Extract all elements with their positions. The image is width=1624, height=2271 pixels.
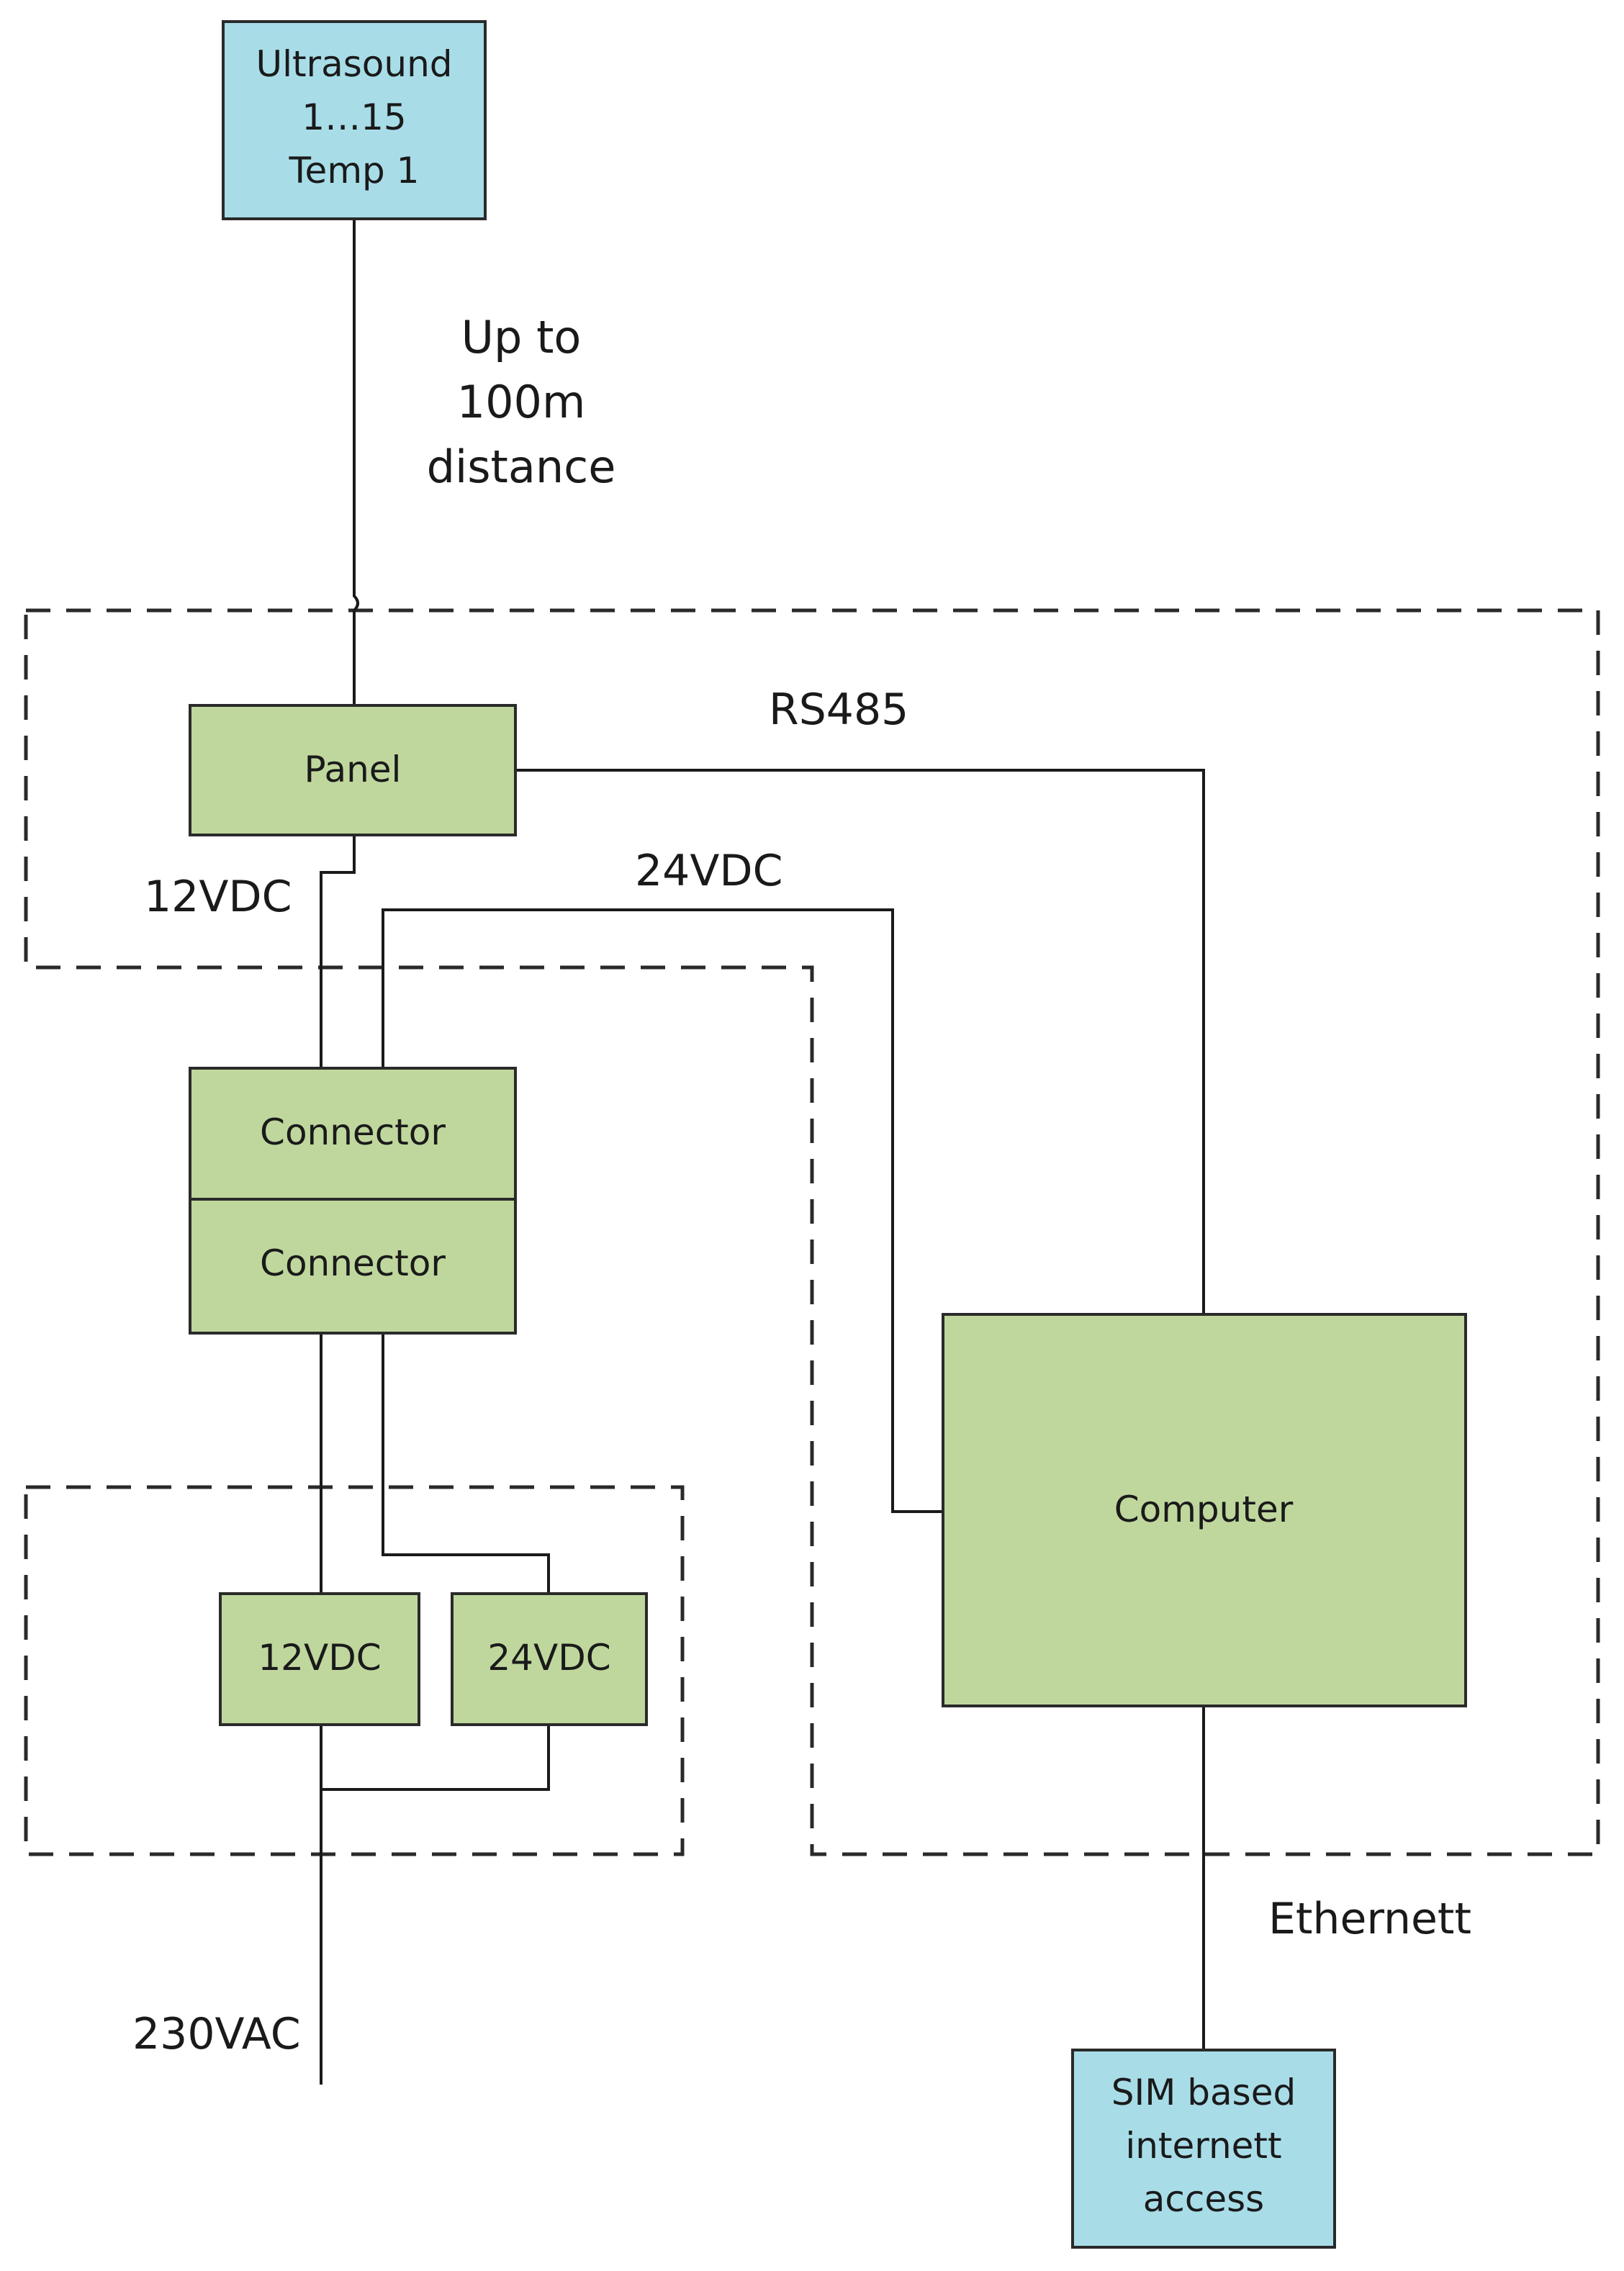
ultrasound-sensor-box: Ultrasound 1…15 Temp 1 <box>222 20 487 220</box>
connector-top-box: Connector <box>189 1067 517 1201</box>
psu-12vdc-label: 12VDC <box>258 1637 381 1679</box>
rs485-wire <box>515 769 1205 1314</box>
rs485-label: RS485 <box>769 685 908 735</box>
sim-label-line-3: access <box>1143 2178 1264 2220</box>
ethernet-label: Ethernett <box>1268 1894 1471 1944</box>
sensor-cable <box>353 219 359 705</box>
distance-label-line-3: distance <box>427 441 616 493</box>
sim-label-line-2: internett <box>1125 2125 1281 2167</box>
mains-24vdc-branch <box>321 1725 550 1791</box>
psu-24vdc-box: 24VDC <box>451 1592 648 1726</box>
sim-label-line-1: SIM based <box>1111 2072 1296 2113</box>
connector-24vdc-wire <box>382 1333 550 1594</box>
panel-12vdc-wire <box>320 835 356 1068</box>
panel-enclosure-border <box>24 608 1600 1856</box>
psu-24vdc-label: 24VDC <box>487 1637 610 1679</box>
psu-12vdc-box: 12VDC <box>219 1592 420 1726</box>
computer-label: Computer <box>1114 1489 1294 1530</box>
connector-top-label: Connector <box>260 1111 446 1153</box>
distance-label-line-1: Up to <box>461 311 582 364</box>
computer-24vdc-wire <box>382 908 943 1513</box>
panel-label: Panel <box>304 749 402 790</box>
sensor-label-line-3: Temp 1 <box>289 150 420 191</box>
distance-label-line-2: 100m <box>457 376 586 428</box>
sim-internet-box: SIM based internett access <box>1071 2049 1336 2249</box>
sensor-label-line-2: 1…15 <box>302 96 406 138</box>
computer-24vdc-label: 24VDC <box>635 846 783 896</box>
sensor-label-line-1: Ultrasound <box>256 43 452 85</box>
panel-12vdc-label: 12VDC <box>144 872 292 922</box>
power-supply-enclosure-border <box>24 1485 685 1856</box>
connector-bottom-box: Connector <box>189 1198 517 1335</box>
computer-box: Computer <box>942 1313 1467 1707</box>
panel-box: Panel <box>189 704 517 836</box>
mains-label: 230VAC <box>132 2009 301 2059</box>
connector-bottom-label: Connector <box>260 1242 446 1284</box>
